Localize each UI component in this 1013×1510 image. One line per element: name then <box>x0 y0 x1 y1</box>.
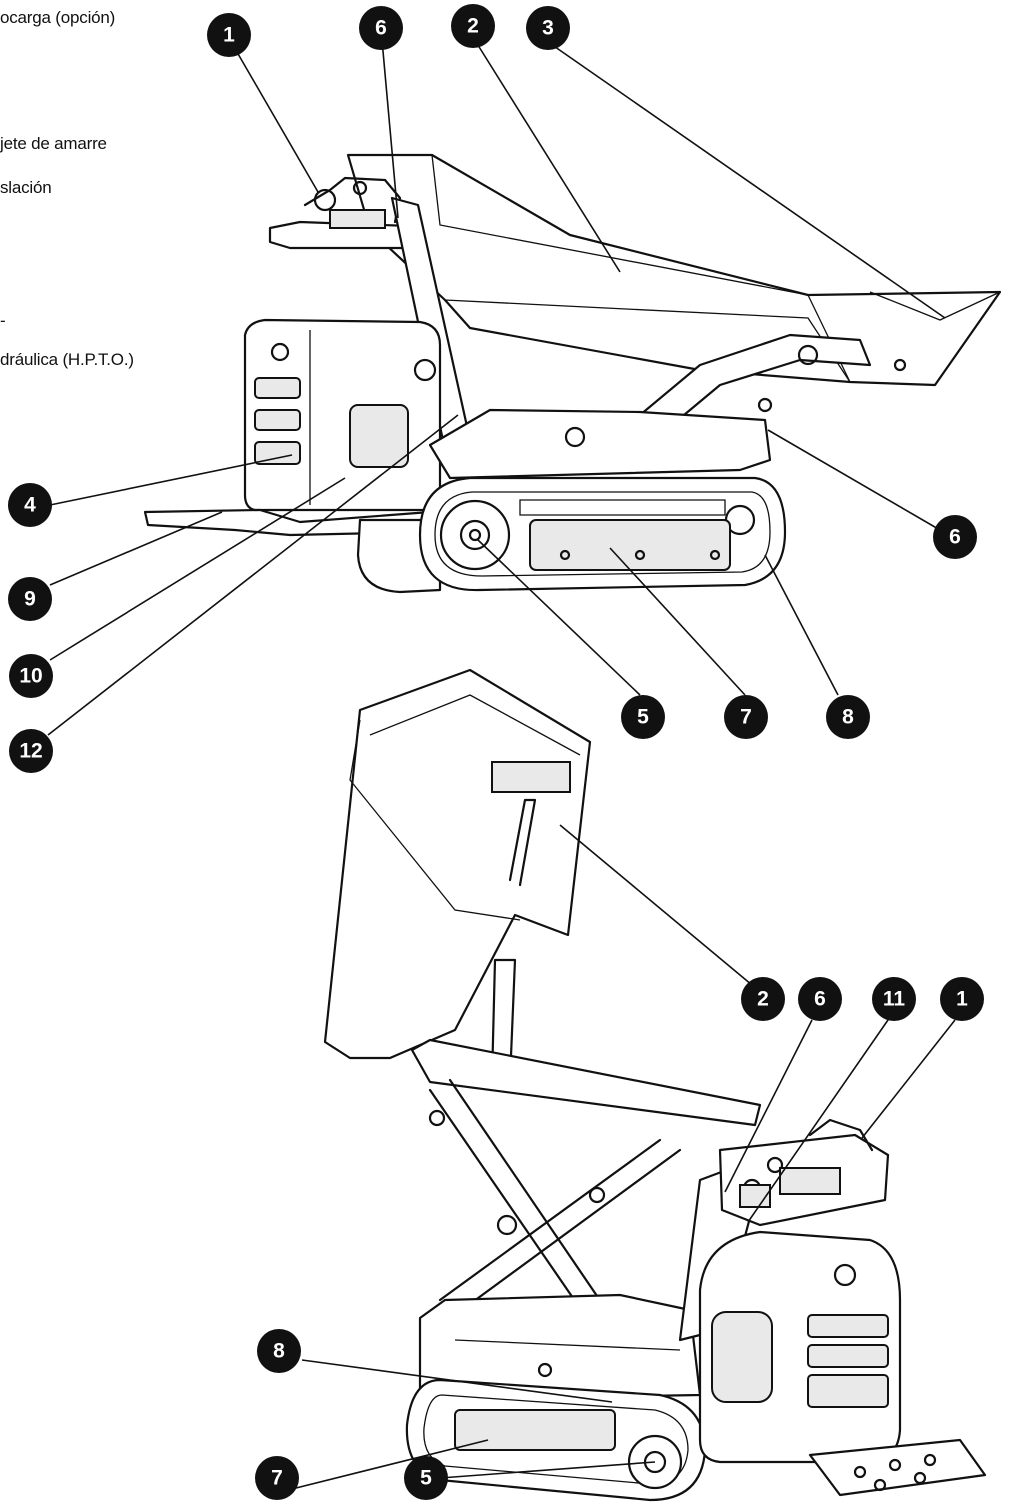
svg-text:6: 6 <box>949 526 961 549</box>
callout-badge: 1 <box>940 977 984 1021</box>
callouts-top: 1 6 2 3 6 4 9 10 12 5 7 8 <box>8 4 977 773</box>
bottom-scissor-upper <box>410 1038 762 1127</box>
svg-text:7: 7 <box>740 706 752 729</box>
bottom-skip <box>323 668 592 1060</box>
top-chassis <box>428 408 772 480</box>
callout-badge: 11 <box>872 977 916 1021</box>
legend-text-4: dráulica (H.P.T.O.) <box>0 350 134 369</box>
svg-text:6: 6 <box>814 988 826 1011</box>
leader-lines <box>47 39 956 1493</box>
callout-badge: 9 <box>8 577 52 621</box>
callouts-bottom: 2 6 11 1 8 7 5 <box>255 977 984 1500</box>
svg-text:9: 9 <box>24 588 36 611</box>
callout-badge: 5 <box>404 1456 448 1500</box>
callout-badge: 7 <box>255 1456 299 1500</box>
callout-badge: 8 <box>826 695 870 739</box>
bottom-machine <box>323 668 987 1502</box>
top-machine <box>143 153 1002 594</box>
svg-text:10: 10 <box>19 665 42 688</box>
svg-text:8: 8 <box>273 1340 285 1363</box>
svg-text:6: 6 <box>375 17 387 40</box>
svg-text:3: 3 <box>542 17 554 40</box>
callout-badge: 8 <box>257 1329 301 1373</box>
callout-badge: 2 <box>741 977 785 1021</box>
svg-text:5: 5 <box>637 706 649 729</box>
callout-badge: 4 <box>8 483 52 527</box>
top-drive-sprocket <box>439 499 511 571</box>
legend-text-dash: - <box>0 311 6 330</box>
callout-badge: 6 <box>933 515 977 559</box>
svg-text:2: 2 <box>757 988 769 1011</box>
callout-badge: 12 <box>9 729 53 773</box>
callout-badge: 1 <box>207 13 251 57</box>
callout-badge: 6 <box>798 977 842 1021</box>
svg-text:8: 8 <box>842 706 854 729</box>
callout-badge: 3 <box>526 6 570 50</box>
callout-badge: 7 <box>724 695 768 739</box>
bottom-footplate <box>808 1438 987 1497</box>
callout-badge: 6 <box>359 6 403 50</box>
svg-text:7: 7 <box>271 1467 283 1490</box>
legend-text-3: slación <box>0 178 52 197</box>
legend-text-2: jete de amarre <box>0 134 107 153</box>
callout-badge: 5 <box>621 695 665 739</box>
svg-text:1: 1 <box>223 24 235 47</box>
svg-text:12: 12 <box>19 740 42 763</box>
svg-text:4: 4 <box>24 494 36 517</box>
callout-badge: 10 <box>9 654 53 698</box>
legend-text-1: ocarga (opción) <box>0 8 116 27</box>
svg-text:5: 5 <box>420 1467 432 1490</box>
callout-badge: 2 <box>451 4 495 48</box>
svg-text:2: 2 <box>467 15 479 38</box>
svg-text:11: 11 <box>883 988 906 1011</box>
svg-text:1: 1 <box>956 988 968 1011</box>
